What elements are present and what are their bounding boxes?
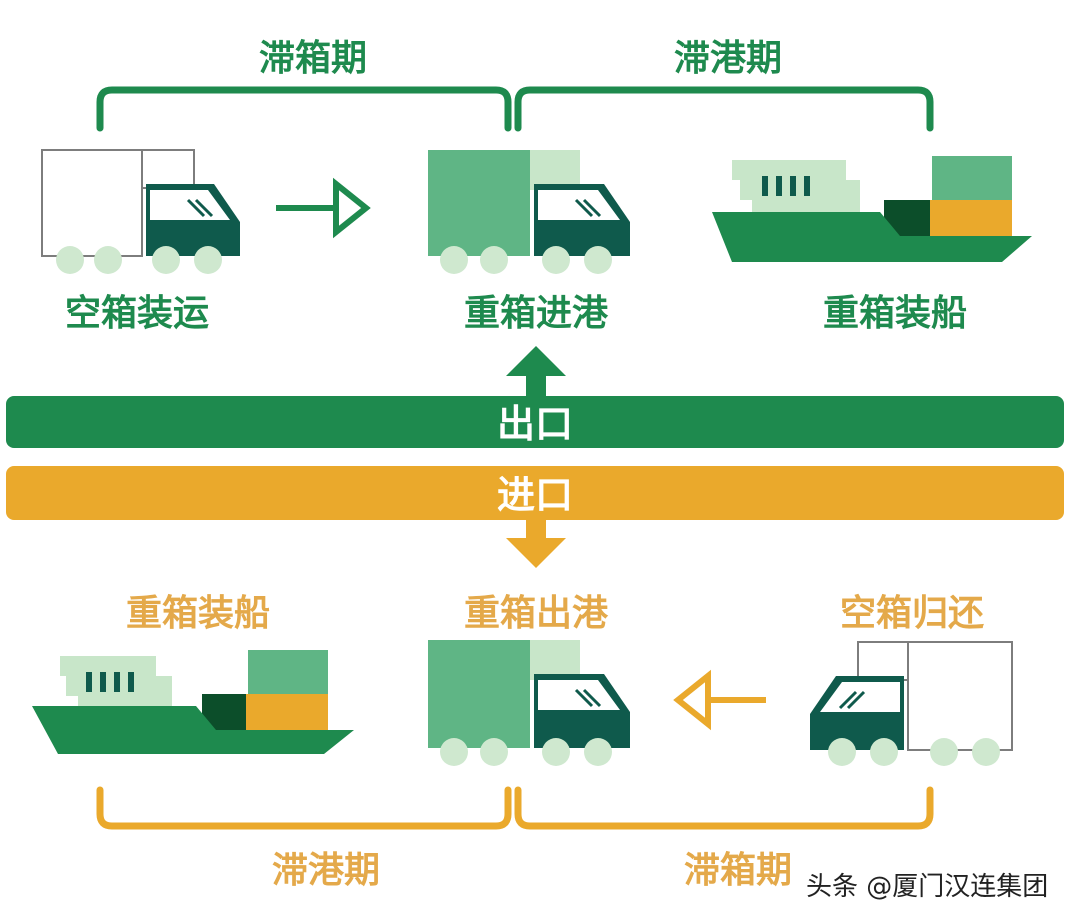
import-arrow-down-icon (506, 518, 566, 568)
export-band-label: 出口 (497, 402, 573, 446)
import-step3-label: 空箱归还 (840, 593, 984, 634)
import-port-storage-label: 滞港期 (272, 850, 380, 891)
watermark-text: 头条 @厦门汉连集团 (806, 872, 1049, 902)
export-step2-label: 重箱进港 (464, 293, 609, 334)
import-detention-label: 滞箱期 (684, 850, 792, 891)
export-step1-label: 空箱装运 (65, 293, 209, 334)
import-port-storage-bracket (96, 786, 512, 830)
export-ship-icon (712, 156, 1032, 262)
export-arrow-up-icon (506, 346, 566, 398)
export-arrow-right-icon (276, 177, 371, 239)
import-loaded-truck-icon (428, 640, 630, 766)
import-arrow-left-icon (673, 669, 766, 731)
import-ship-icon (32, 650, 354, 754)
import-band-label: 进口 (497, 473, 573, 517)
export-empty-truck-icon (41, 149, 240, 274)
export-detention-label: 滞箱期 (259, 38, 367, 79)
export-band (6, 396, 1064, 448)
import-empty-truck-icon (810, 641, 1013, 766)
export-detention-bracket (96, 86, 512, 132)
import-step1-label: 重箱装船 (126, 593, 270, 634)
export-loaded-truck-icon (428, 150, 630, 274)
import-detention-bracket (514, 786, 934, 830)
import-band (6, 466, 1064, 520)
export-port-storage-label: 滞港期 (674, 38, 782, 79)
export-port-storage-bracket (514, 86, 934, 132)
export-step3-label: 重箱装船 (823, 293, 967, 334)
import-step2-label: 重箱出港 (464, 593, 609, 634)
